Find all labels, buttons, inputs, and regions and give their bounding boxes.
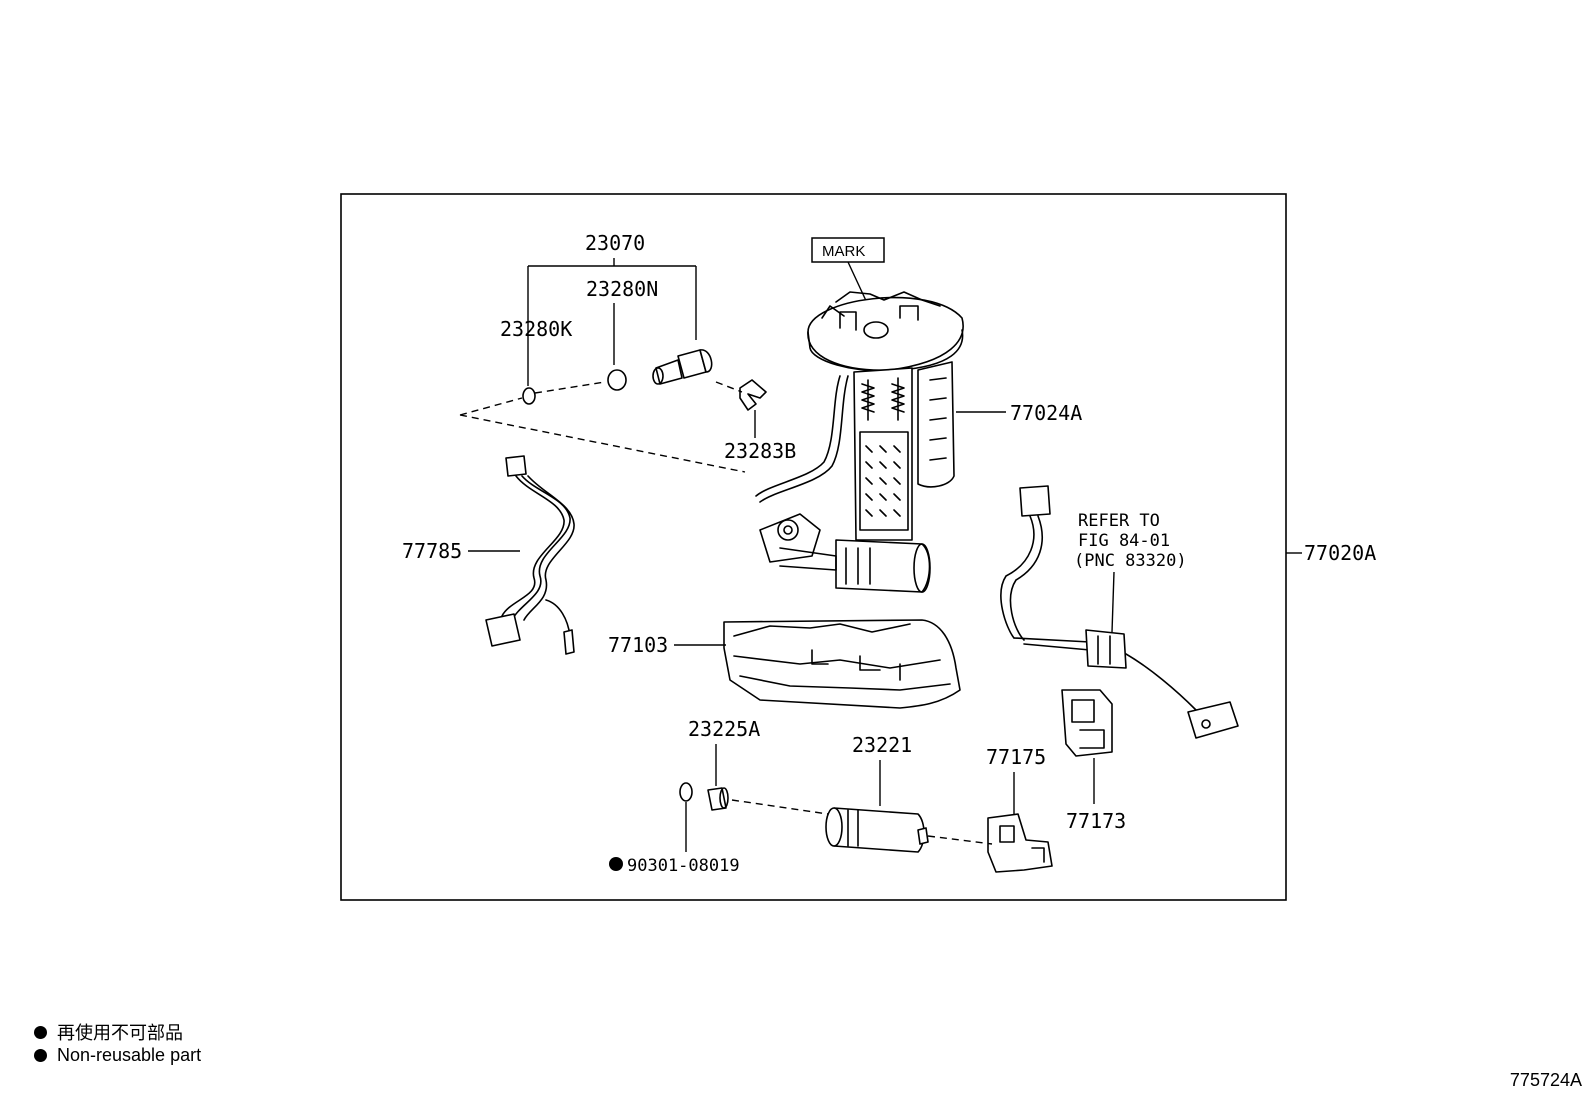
label-23283B[interactable]: 23283B [724,439,796,463]
leader-23070 [527,258,697,386]
label-90301-08019[interactable]: 90301-08019 [627,856,740,876]
label-mark: MARK [822,243,865,260]
bracket-77103-part [723,619,961,709]
label-77785[interactable]: 77785 [402,539,462,563]
label-77024A[interactable]: 77024A [1010,401,1082,425]
figure-id: 775724A [1509,1070,1582,1090]
o-ring-23280K [522,387,536,405]
gasket-90301-part [679,782,693,802]
pump-module-77024A-part: MARK [755,237,964,593]
label-23280K[interactable]: 23280K [500,317,572,341]
bullet-icon [34,1049,47,1062]
non-reusable-dot [609,857,623,871]
refer-text-line2: FIG 84-01 [1078,531,1170,551]
assembly-line-pump [731,799,993,845]
legend-english-text: Non-reusable part [57,1045,202,1065]
refer-text-line1: REFER TO [1078,511,1160,531]
label-23225A[interactable]: 23225A [688,717,760,741]
part-77173-part [1061,689,1113,757]
label-77020A[interactable]: 77020A [1304,541,1376,565]
part-77175-part [987,813,1053,873]
label-23070[interactable]: 23070 [585,231,645,255]
diagram-frame [340,193,1287,901]
sender-gauge-part [1000,485,1239,739]
legend-japanese-text: 再使用不可部品 [57,1023,183,1043]
group-23070: 23070 23280N 23280K [500,231,697,386]
sleeve-23225A-part [707,787,729,811]
label-23280N[interactable]: 23280N [586,277,658,301]
clip-23283B-part [739,379,767,411]
label-77103[interactable]: 77103 [608,633,668,657]
assembly-line-lower [459,414,746,473]
assembly-line-upper [459,381,743,416]
refer-text-line3: (PNC 83320) [1074,551,1187,571]
fuel-pump-23221-part [825,807,929,853]
legend-japanese: 再使用不可部品 [34,1019,183,1045]
legend-english: Non-reusable part [34,1045,201,1066]
o-ring-23280N [607,369,627,391]
harness-77785-part [485,455,575,655]
leader-refer [1111,571,1115,633]
bullet-icon [34,1025,47,1039]
label-77173[interactable]: 77173 [1066,809,1126,833]
fitting-23070-part [652,349,713,385]
label-23221[interactable]: 23221 [852,733,912,757]
label-77175[interactable]: 77175 [986,745,1046,769]
